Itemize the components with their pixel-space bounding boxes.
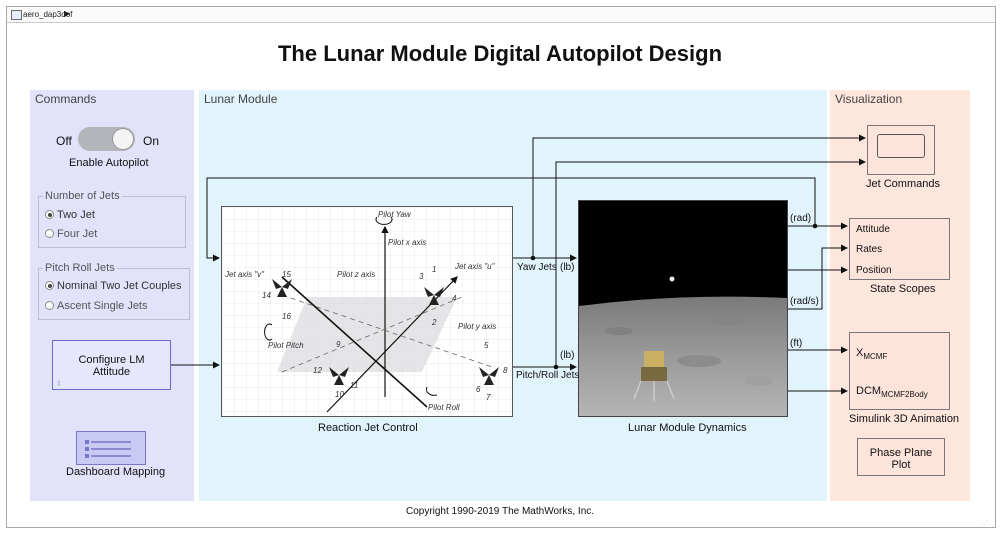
number-of-jets-title: Number of Jets [43, 190, 122, 202]
dash-chip [85, 440, 89, 444]
breadcrumb-bar: aero_dap3dof ▶ [7, 7, 995, 23]
jet-number: 9 [336, 340, 341, 349]
autopilot-on-label: On [143, 134, 160, 148]
jet-commands-label: Jet Commands [866, 178, 940, 190]
reaction-jet-control-block[interactable] [221, 206, 513, 417]
autopilot-label: Enable Autopilot [69, 157, 149, 169]
breadcrumb-arrow-icon[interactable]: ▶ [64, 9, 71, 18]
port-lb-2: (lb) [560, 350, 575, 361]
lunar-module-dynamics-label: Lunar Module Dynamics [628, 422, 747, 434]
radio-four-jet[interactable]: Four Jet [45, 228, 97, 240]
dash-chip [85, 454, 89, 458]
visualization-area-label: Visualization [835, 92, 903, 106]
caption-pilot-pitch: Pilot Pitch [268, 341, 304, 350]
dash-row [91, 448, 131, 450]
jet-number: 16 [282, 312, 291, 321]
subsystem-arrow-icon: ⇩ [56, 381, 62, 388]
radio-dot-icon [45, 229, 54, 238]
sim3d-port-1: XMCMF [856, 347, 887, 361]
lunar-module-dynamics-block[interactable] [578, 200, 788, 417]
jet-number: 6 [476, 385, 481, 394]
state-port-attitude: Attitude [856, 224, 890, 235]
jet-number: 5 [484, 341, 489, 350]
phase-plane-plot-block[interactable]: Phase Plane Plot [857, 438, 945, 476]
sim3d-port-2: DCMMCMF2Body [856, 385, 928, 399]
radio-dot-icon [45, 210, 54, 219]
dash-chip [85, 447, 89, 451]
caption-pilot-z: Pilot z axis [337, 270, 376, 279]
state-port-rates: Rates [856, 244, 883, 255]
autopilot-toggle[interactable] [78, 127, 135, 151]
yaw-jets-signal-label: Yaw Jets [517, 262, 557, 273]
model-icon [11, 10, 22, 20]
breadcrumb-model[interactable]: aero_dap3dof [23, 10, 73, 19]
moon-image [579, 201, 787, 416]
radio-dot-icon [45, 301, 54, 310]
pitch-roll-jets-group: Pitch Roll Jets [38, 262, 190, 320]
sim3d-port-1-sub: MCMF [863, 352, 888, 362]
commands-area-label: Commands [35, 92, 97, 106]
diagram-title: The Lunar Module Digital Autopilot Desig… [277, 41, 723, 66]
jet-number: 3 [419, 272, 424, 281]
jet-number: 1 [432, 265, 437, 274]
caption-pilot-yaw: Pilot Yaw [378, 210, 411, 219]
state-scopes-label: State Scopes [870, 283, 936, 295]
dash-row [91, 441, 131, 443]
sim3d-port-2-sub: MCMF2Body [881, 390, 928, 400]
caption-pilot-y: Pilot y axis [458, 322, 497, 331]
sim3d-port-2-main: DCM [856, 385, 882, 397]
jet-number: 7 [486, 393, 491, 402]
autopilot-off-label: Off [56, 134, 72, 148]
jet-number: 15 [282, 270, 291, 279]
dash-row [91, 455, 131, 457]
radio-ascent-single[interactable]: Ascent Single Jets [45, 300, 148, 312]
radio-nominal-two-jet[interactable]: Nominal Two Jet Couples [45, 280, 182, 292]
jet-number: 10 [335, 390, 344, 399]
copyright-text: Copyright 1990-2019 The MathWorks, Inc. [405, 506, 595, 517]
jet-commands-scope[interactable] [867, 125, 935, 175]
caption-pilot-x: Pilot x axis [388, 238, 427, 247]
jet-number: 4 [452, 294, 457, 303]
caption-jet-u: Jet axis "u" [455, 262, 495, 271]
phase-plane-line2: Plot [891, 459, 911, 471]
simulink-3d-animation-block[interactable]: XMCMF DCMMCMF2Body [849, 332, 950, 410]
dashboard-mapping-label: Dashboard Mapping [66, 466, 166, 478]
configure-block-line2: Attitude [92, 366, 131, 378]
resize-grip-icon[interactable]: ⋰ [980, 520, 988, 529]
port-lb-1: (lb) [560, 262, 575, 273]
state-port-position: Position [856, 265, 892, 276]
scope-screen-icon [877, 134, 925, 158]
number-of-jets-group: Number of Jets [38, 190, 186, 248]
radio-nominal-label: Nominal Two Jet Couples [57, 280, 182, 292]
caption-pilot-roll: Pilot Roll [428, 403, 460, 412]
jet-number: 8 [503, 366, 508, 375]
configure-block-line1: Configure LM [78, 354, 145, 366]
radio-two-jet[interactable]: Two Jet [45, 209, 95, 221]
caption-jet-v: Jet axis "v" [225, 270, 265, 279]
jet-number: 12 [313, 366, 322, 375]
port-rad-s: (rad/s) [790, 296, 819, 307]
pitch-roll-jets-title: Pitch Roll Jets [43, 262, 117, 274]
jet-number: 14 [262, 291, 271, 300]
state-scopes-block[interactable]: Attitude Rates Position [849, 218, 950, 280]
port-rad: (rad) [790, 213, 812, 224]
configure-lm-attitude-block[interactable]: Configure LM Attitude ⇩ [52, 340, 171, 390]
jet-diagram [222, 207, 512, 416]
simulink-3d-animation-label: Simulink 3D Animation [849, 413, 960, 425]
dashboard-mapping-block[interactable] [76, 431, 146, 465]
lunar-area-label: Lunar Module [204, 92, 278, 106]
pitch-roll-jets-signal-label: Pitch/Roll Jets [516, 370, 580, 381]
reaction-jet-control-label: Reaction Jet Control [318, 422, 418, 434]
jet-number: 2 [432, 318, 437, 327]
radio-ascent-label: Ascent Single Jets [57, 300, 148, 312]
phase-plane-line1: Phase Plane [869, 447, 933, 459]
port-ft: (ft) [790, 338, 803, 349]
jet-number: 11 [350, 381, 359, 390]
toggle-knob[interactable] [112, 128, 134, 150]
radio-dot-icon [45, 281, 54, 290]
radio-two-jet-label: Two Jet [57, 209, 95, 221]
radio-four-jet-label: Four Jet [57, 228, 98, 240]
